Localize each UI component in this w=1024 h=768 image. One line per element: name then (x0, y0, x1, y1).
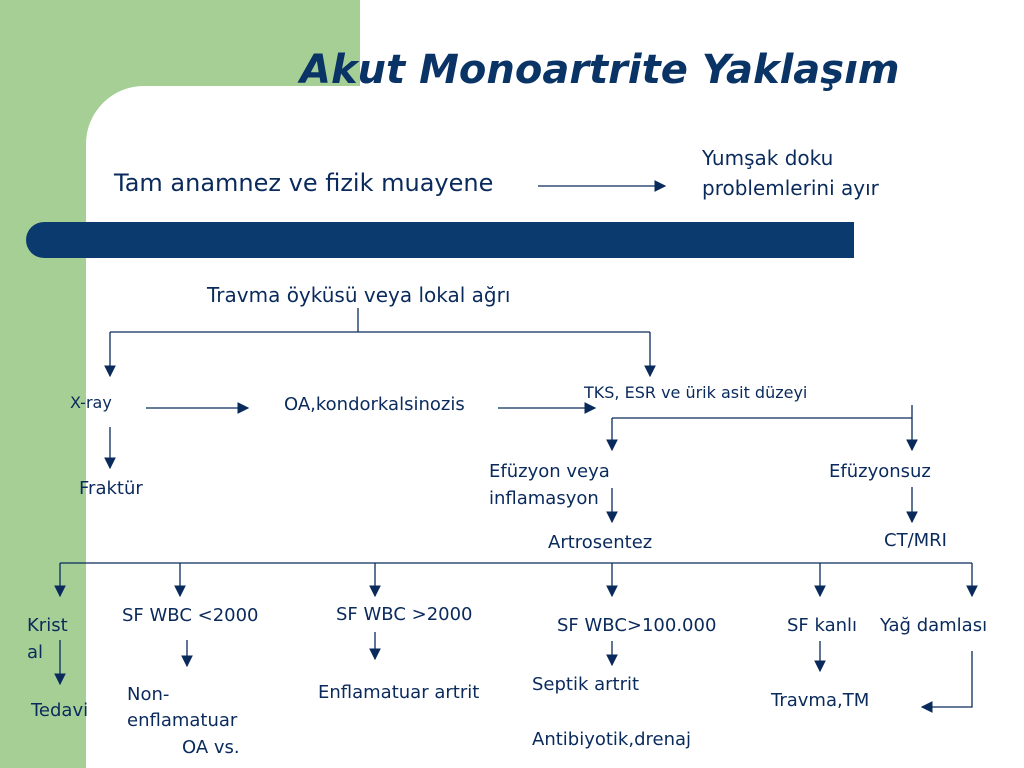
page-title: Akut Monoartrite Yaklaşım (300, 47, 900, 93)
arrow-yag-travma (920, 651, 973, 713)
node-sf-gt100000: SF WBC>100.000 (557, 615, 717, 636)
node-sf-gt2000: SF WBC >2000 (336, 604, 473, 625)
node-soft-tissue-line1: Yumşak doku (702, 146, 834, 170)
node-oa: OA,kondorkalsinozis (284, 394, 465, 415)
node-travma-tm: Travma,TM (771, 690, 870, 711)
background-white-top (360, 0, 1024, 86)
background-white-panel (86, 86, 1024, 768)
node-ctmri: CT/MRI (884, 530, 947, 551)
node-non-line2: enflamatuar (127, 710, 238, 731)
node-sf-kanli: SF kanlı (787, 615, 858, 636)
node-tks: TKS, ESR ve ürik asit düzeyi (584, 383, 808, 402)
node-fraktur: Fraktür (79, 478, 143, 499)
node-yag: Yağ damlası (880, 615, 988, 636)
node-efuzyonsuz: Efüzyonsuz (829, 461, 931, 482)
node-non-line3: OA vs. (182, 737, 240, 758)
node-enflamatuar: Enflamatuar artrit (318, 682, 480, 703)
node-efuzyon-line2: inflamasyon (489, 488, 599, 509)
node-septik: Septik artrit (532, 674, 640, 695)
node-non-line1: Non- (127, 684, 170, 705)
divider-bar (26, 222, 854, 258)
node-soft-tissue-line2: problemlerini ayır (702, 176, 879, 200)
node-kristal-line1: Krist (27, 615, 68, 636)
node-kristal-line2: al (27, 642, 44, 663)
node-antibiyotik: Antibiyotik,drenaj (532, 729, 692, 750)
node-sf-lt2000: SF WBC <2000 (122, 605, 259, 626)
node-anamnez: Tam anamnez ve fizik muayene (114, 169, 494, 197)
node-efuzyon-line1: Efüzyon veya (489, 461, 610, 482)
node-tedavi: Tedavi (31, 700, 89, 721)
node-artrosentez: Artrosentez (548, 532, 653, 553)
node-xray: X-ray (70, 393, 112, 412)
node-travma: Travma öyküsü veya lokal ağrı (207, 283, 511, 307)
